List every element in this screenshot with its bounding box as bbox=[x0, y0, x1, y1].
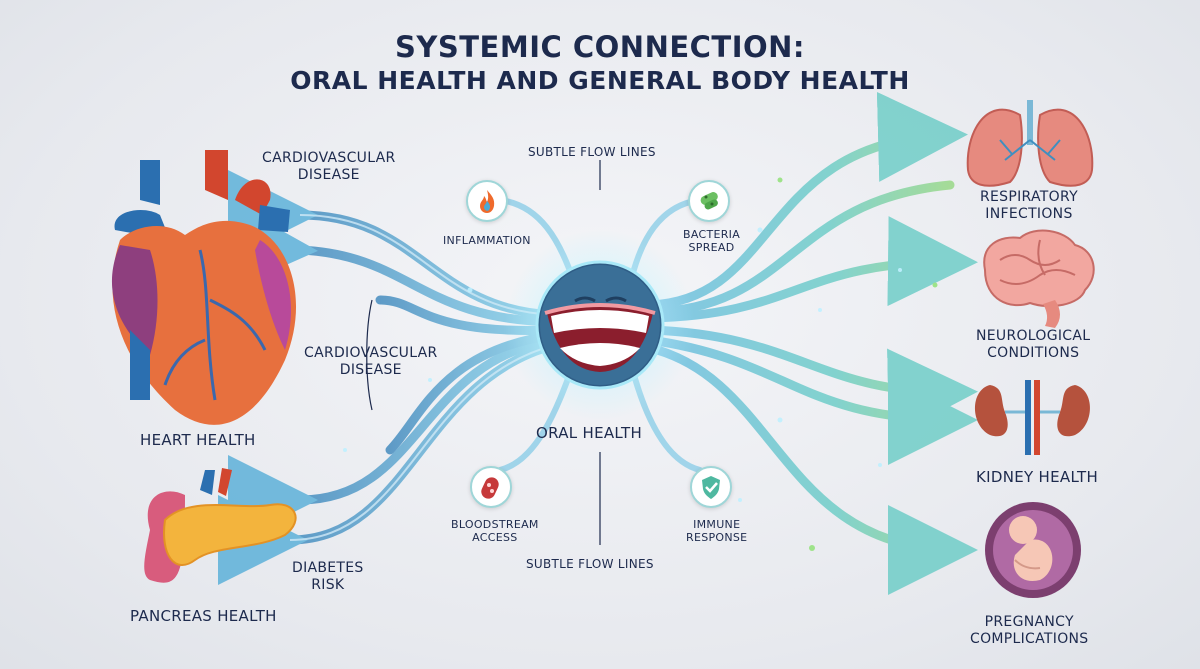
bacteria-icon bbox=[688, 180, 730, 222]
lungs-organ-icon bbox=[966, 100, 1094, 187]
immune-response-label: IMMUNE RESPONSE bbox=[686, 518, 748, 544]
oral-health-label: ORAL HEALTH bbox=[536, 424, 643, 442]
pregnancy-label: PREGNANCY COMPLICATIONS bbox=[970, 614, 1089, 647]
bloodstream-access-label: BLOODSTREAM ACCESS bbox=[451, 518, 539, 544]
kidney-health-label: KIDNEY HEALTH bbox=[976, 468, 1099, 486]
oral-health-smile-icon bbox=[535, 260, 665, 390]
diabetes-risk-label: DIABETES RISK bbox=[292, 560, 364, 593]
pregnancy-fetus-icon bbox=[985, 502, 1081, 598]
heart-health-label: HEART HEALTH bbox=[140, 431, 256, 449]
brain-organ-icon bbox=[983, 229, 1095, 328]
kidneys-organ-icon bbox=[975, 380, 1090, 455]
flow-lines-label-top: SUBTLE FLOW LINES bbox=[528, 145, 656, 159]
inflammation-label: INFLAMMATION bbox=[443, 234, 531, 247]
heart-organ-icon bbox=[111, 150, 297, 425]
main-title: SYSTEMIC CONNECTION: bbox=[394, 30, 806, 64]
cardio-label-top: CARDIOVASCULAR DISEASE bbox=[262, 150, 396, 183]
flow-lines-label-bottom: SUBTLE FLOW LINES bbox=[526, 557, 654, 571]
bacteria-spread-label: BACTERIA SPREAD bbox=[683, 228, 741, 254]
respiratory-label: RESPIRATORY INFECTIONS bbox=[980, 189, 1078, 222]
pancreas-health-label: PANCREAS HEALTH bbox=[130, 607, 277, 625]
shield-check-icon bbox=[690, 466, 732, 508]
subtitle: ORAL HEALTH AND GENERAL BODY HEALTH bbox=[290, 66, 910, 95]
cardio-label-mid: CARDIOVASCULAR DISEASE bbox=[304, 345, 438, 378]
neurological-label: NEUROLOGICAL CONDITIONS bbox=[976, 328, 1091, 361]
blood-vessel-icon bbox=[470, 466, 512, 508]
fire-icon bbox=[466, 180, 508, 222]
pancreas-organ-icon bbox=[144, 468, 297, 583]
